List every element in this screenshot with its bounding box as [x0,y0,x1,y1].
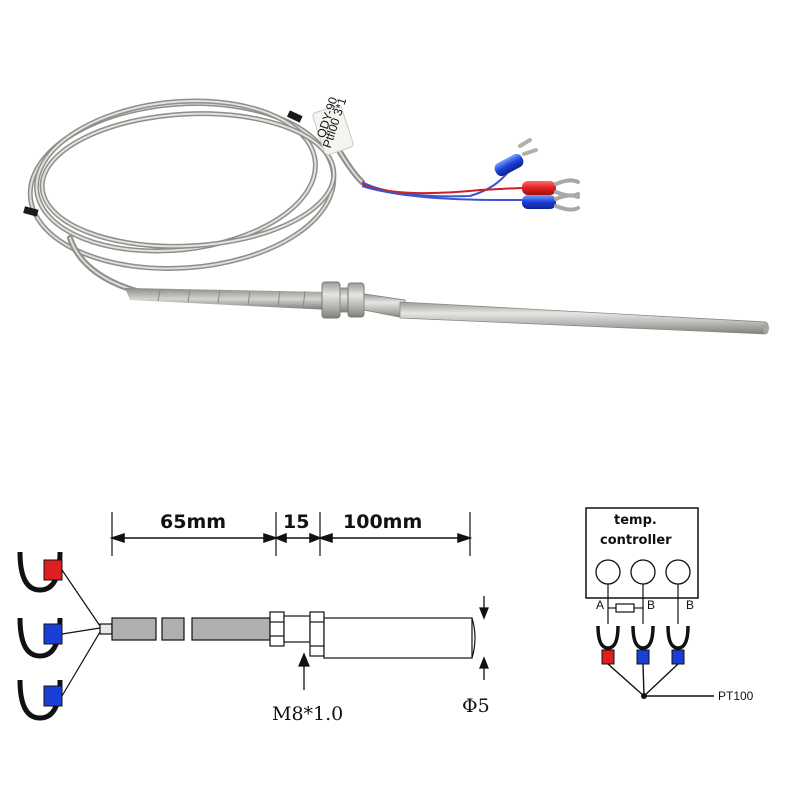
label-a: A [596,598,604,612]
wiring-diagram: temp. controller A B B [585,507,754,703]
controller-label-line1: temp. [614,513,657,528]
cable-tie-left [23,206,39,217]
sensor-photo: ODY-90 Ptfl00 3*1 [23,95,769,335]
probe-assembly [125,281,769,335]
label-b2: B [686,598,694,612]
wire-blue-2 [671,649,685,665]
lead-wires [361,169,526,201]
controller-terminal-b2 [665,559,691,585]
label-b1: B [647,598,655,612]
dimension-15: 15 [283,511,309,533]
terminal-bottom-blue [522,193,580,212]
controller-label-line2: controller [600,533,672,548]
sensor-label: PT100 [718,689,754,703]
drawn-terminal-blue-2 [17,679,63,721]
controller-terminal-a [595,559,621,585]
terminal-middle-red [522,178,580,198]
wire-red [601,649,615,665]
wire-blue-1 [636,649,650,665]
terminal-top-blue [494,138,538,177]
drawn-terminal-red [17,551,63,593]
dimension-65mm: 65mm [160,511,226,533]
dimension-100mm: 100mm [343,511,422,533]
cable-tie-right [286,110,303,123]
braided-cable-coil [27,98,365,295]
controller-terminal-b1 [630,559,656,585]
diameter-spec: Φ5 [462,695,490,717]
drawn-terminal-blue-1 [17,617,63,659]
thread-spec: M8*1.0 [272,703,343,725]
dimension-drawing: 65mm 15 100mm [17,511,490,725]
